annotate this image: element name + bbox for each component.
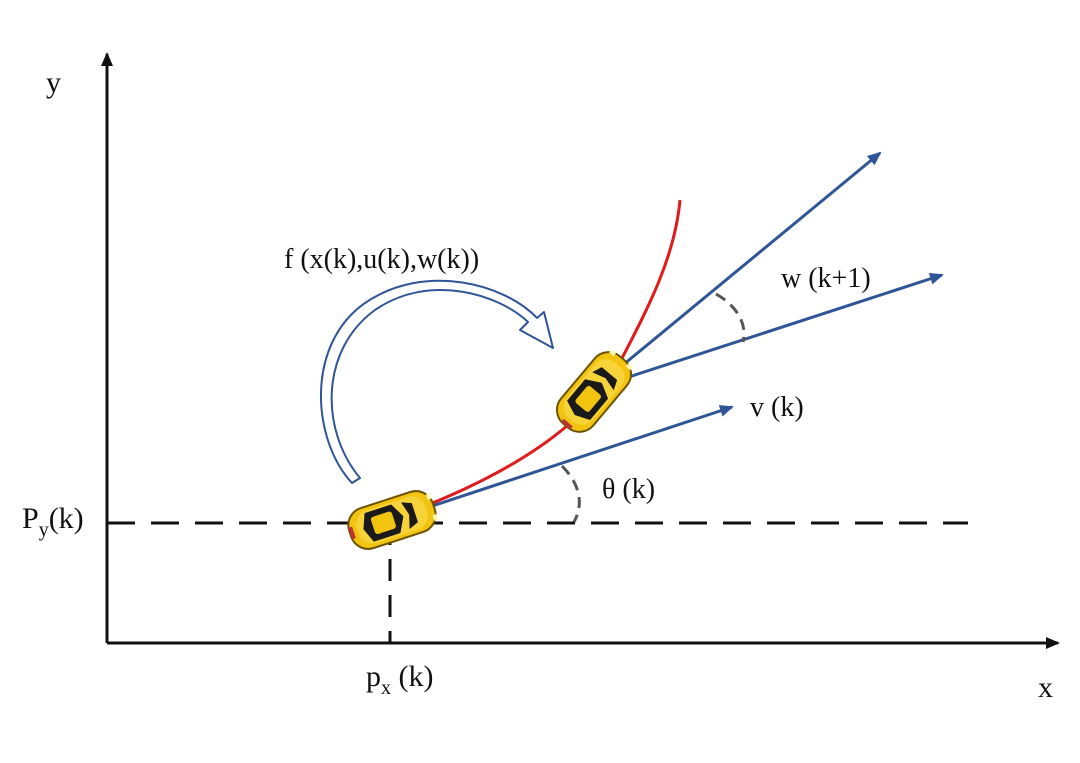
car-next-icon — [548, 343, 640, 441]
heading-vector-next — [594, 151, 882, 390]
px-label-sub: x — [381, 677, 391, 699]
x-axis-label: x — [1038, 671, 1053, 704]
velocity-vector — [419, 405, 734, 512]
yaw-rate-label: w (k+1) — [781, 263, 871, 294]
px-label: px (k) — [366, 660, 433, 699]
py-label: Py(k) — [22, 502, 84, 541]
py-label-main: P — [22, 502, 39, 535]
transition-arrow — [320, 279, 554, 484]
car-start-icon — [342, 485, 442, 555]
px-label-arg: (k) — [391, 660, 433, 693]
y-axis-label: y — [46, 66, 61, 99]
yaw-angle-arc — [715, 292, 746, 343]
px-label-main: p — [366, 660, 381, 693]
py-label-sub: y — [39, 519, 49, 541]
transition-function-label: f (x(k),u(k),w(k)) — [284, 244, 479, 275]
heading-angle-label: θ (k) — [602, 474, 655, 505]
py-label-arg: (k) — [49, 502, 84, 535]
theta-angle-arc — [560, 464, 581, 523]
velocity-label: v (k) — [750, 392, 804, 423]
velocity-vector-next — [594, 273, 944, 390]
